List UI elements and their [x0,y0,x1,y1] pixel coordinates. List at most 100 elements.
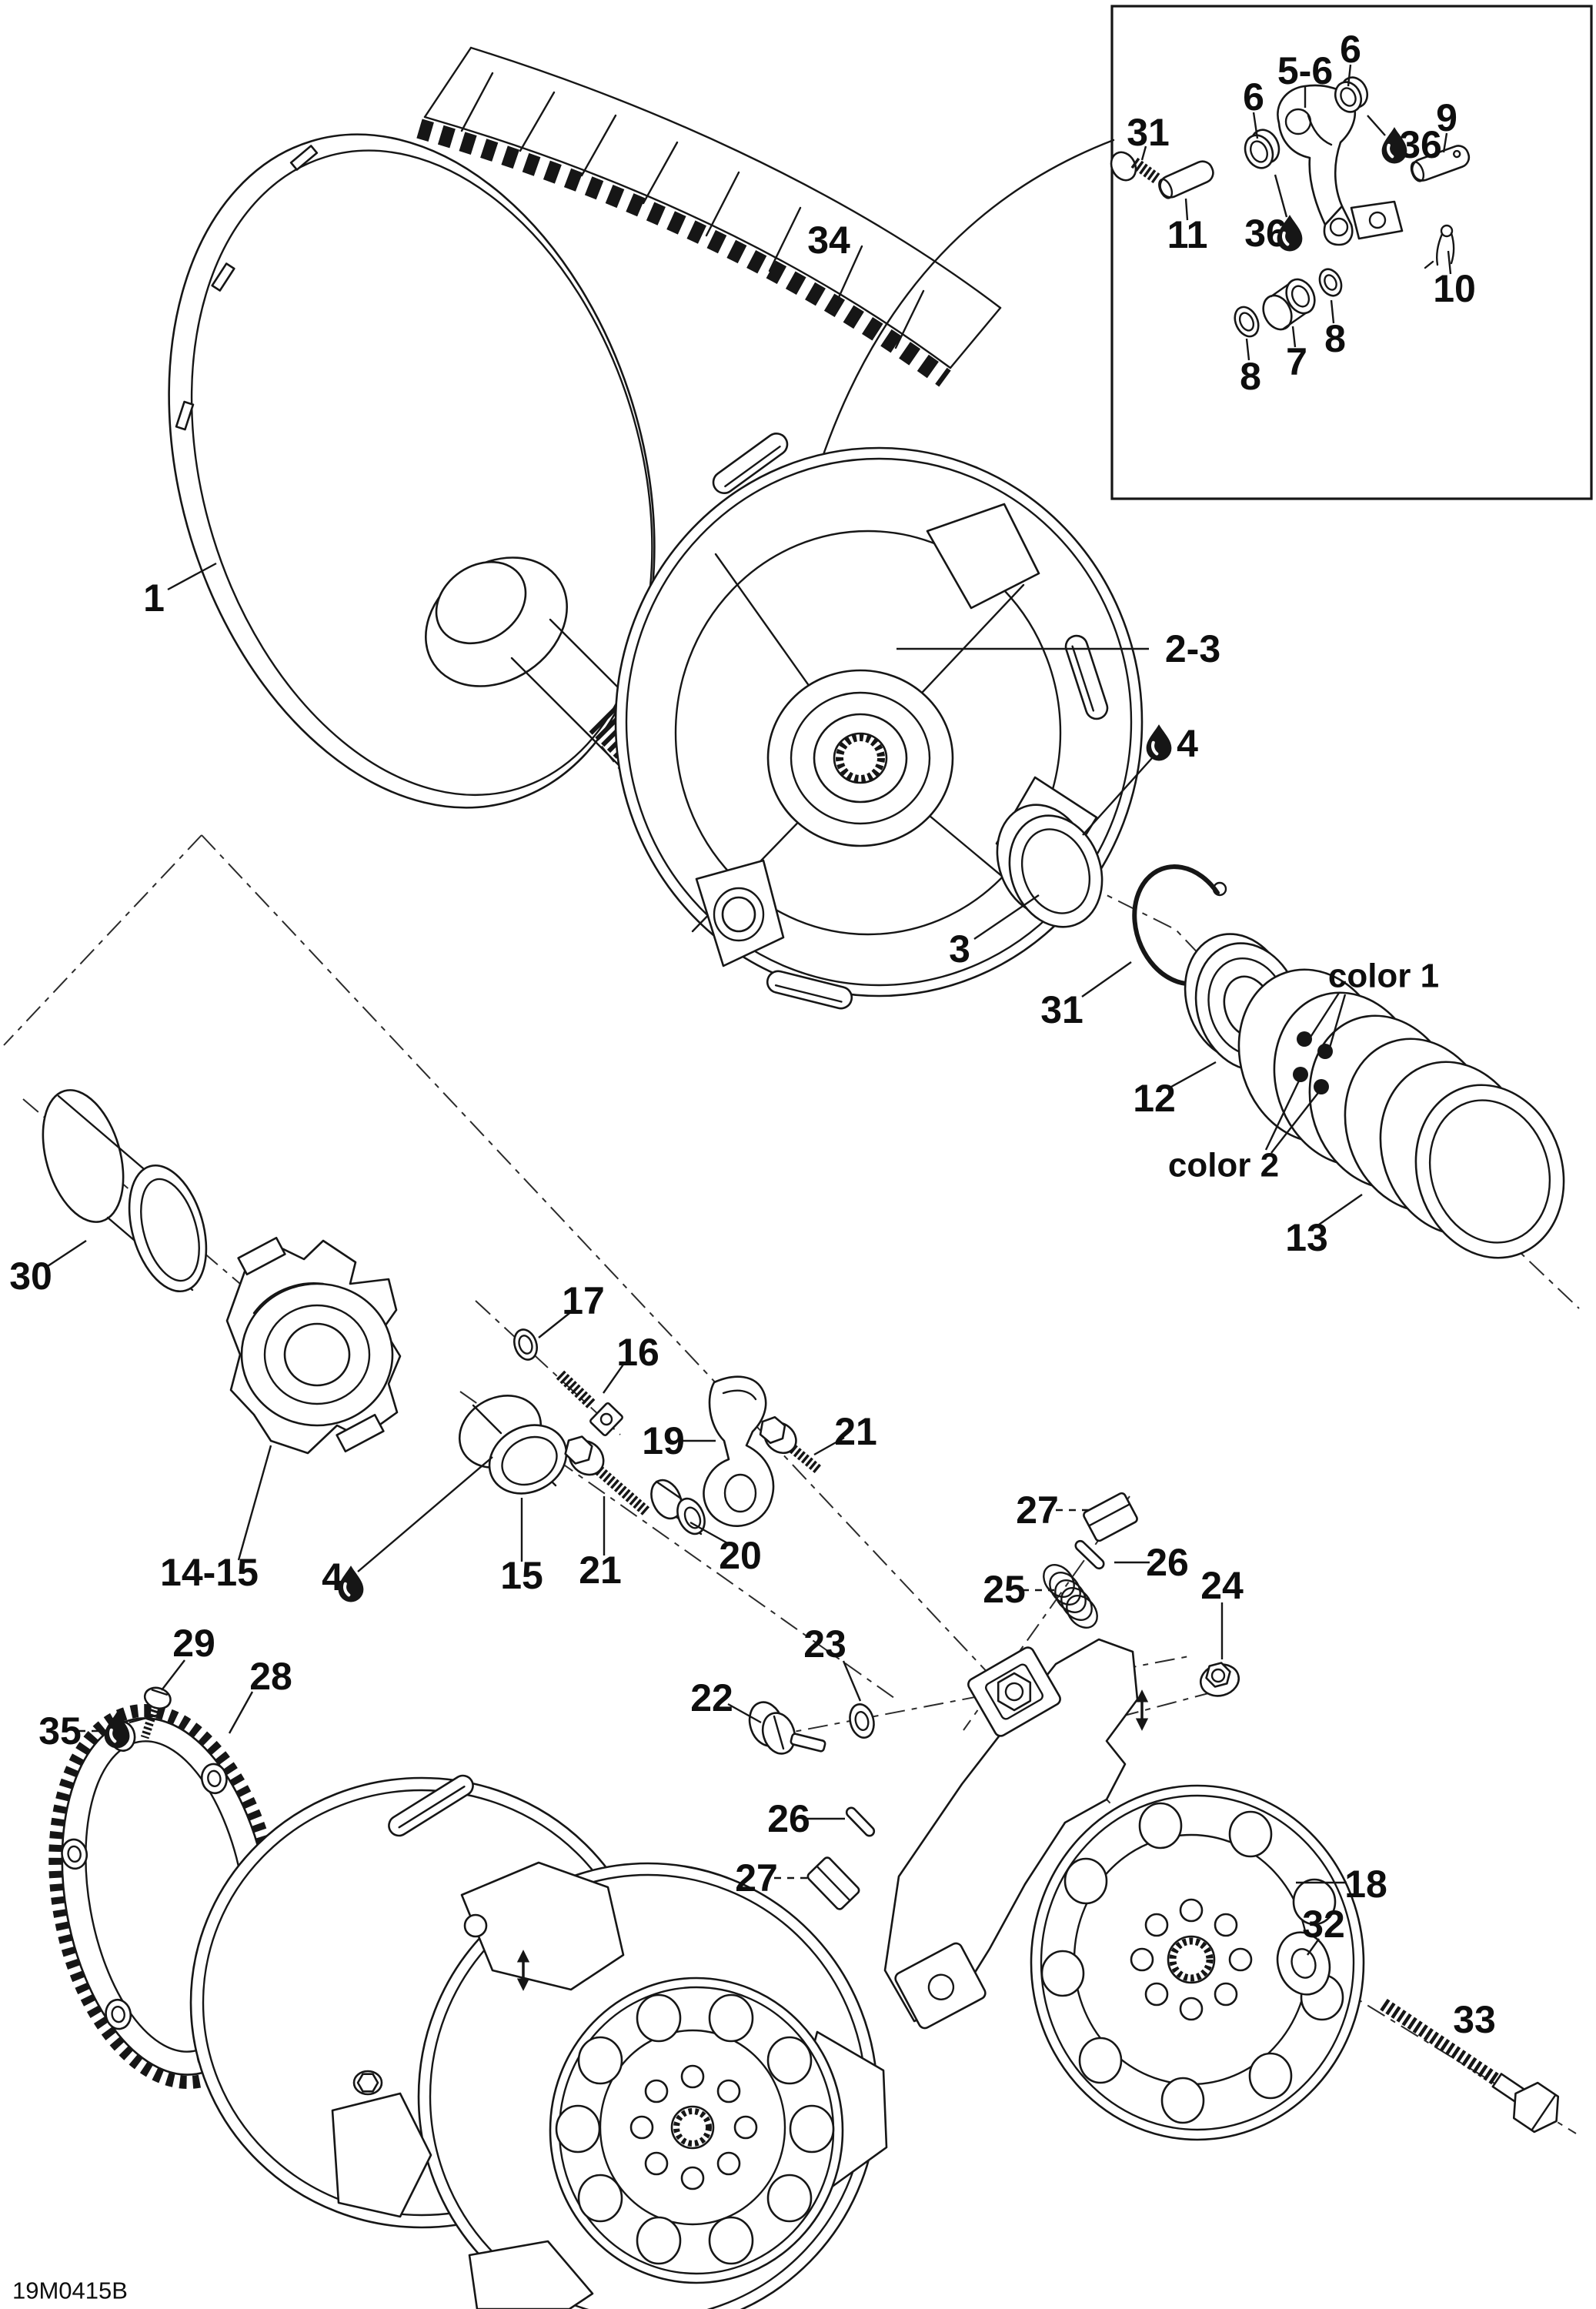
callout-layer: 1 34 2-3 4 3 31 12 color 1 color 213 30 14-15 17 16 1… [9,28,1496,2041]
part-label-8-right: 8 [1324,317,1346,360]
lever-19-drawing [703,1375,775,1527]
leader-23 [842,1660,862,1702]
leader-30 [47,1239,87,1268]
part-label-18: 18 [1344,1863,1387,1906]
part-label-1: 1 [143,576,165,620]
part-label-21-mid: 21 [579,1549,622,1592]
spring-color-mark [1297,1031,1312,1047]
leader-color-1 [1307,992,1341,1041]
part-label-35: 35 [38,1709,82,1753]
part-label-32: 32 [1302,1903,1345,1946]
leader-36-left [1274,174,1288,218]
leader-20 [689,1521,731,1546]
part-label-23: 23 [803,1622,846,1666]
sliding-hub-14-15-drawing [225,1236,402,1455]
part-label-14-15: 14-15 [160,1551,259,1594]
part-label-17: 17 [562,1279,605,1322]
part-label-34: 34 [807,219,850,262]
part-label-33: 33 [1453,1998,1496,2041]
nut-24-drawing [1200,1662,1240,1697]
pulley-inner-holes [629,2064,758,2190]
leader-6-right [1347,64,1352,87]
pin-26-low-drawing [845,1806,876,1837]
leader-28 [228,1691,254,1734]
part-label-20: 20 [719,1534,762,1577]
bolt-22-drawing [748,1701,826,1755]
part-label-26-low: 26 [767,1797,810,1840]
part-label-2-3: 2-3 [1165,627,1220,670]
spacer-sleeve-30-drawing [42,1089,208,1293]
rocker-arm-5-6 [1277,84,1404,246]
part-label-26-top: 26 [1146,1541,1189,1584]
pin-26-top-drawing [1074,1539,1105,1570]
washer-23-drawing [849,1703,875,1739]
part-label-8-left: 8 [1240,355,1261,398]
part-label-13: 13 [1285,1216,1328,1259]
part-label-15: 15 [500,1554,543,1597]
part-label-12: 12 [1133,1077,1176,1120]
part-label-19: 19 [642,1419,685,1462]
spring-25-drawing [1043,1564,1098,1629]
part-label-3: 3 [949,927,970,971]
leader-14-15 [237,1445,272,1561]
leader-31-ring [1081,961,1132,997]
part-label-5-6: 5-6 [1277,49,1333,92]
bolt-21-right-drawing [759,1415,823,1475]
part-label-36-right: 36 [1399,123,1442,166]
part-label-6-left: 6 [1243,75,1264,119]
leader-9 [1442,132,1448,153]
cover-outer-holes [1040,1802,1344,2124]
part-label-30: 30 [9,1255,52,1298]
part-label-22: 22 [690,1676,733,1719]
part-label-10: 10 [1433,267,1476,310]
bolt-33-drawing [1380,1998,1560,2134]
cotter-pin-10 [1424,224,1455,269]
oil-4-top-icon [1147,724,1172,760]
slider-shoe-27-top-drawing [1083,1492,1138,1542]
part-label-31-ring: 31 [1040,988,1083,1031]
cover-inner-holes [1130,1898,1253,2021]
part-label-color-2: color 2 [1168,1147,1279,1185]
bolt-21-mid-drawing [564,1435,650,1516]
part-label-6-right: 6 [1340,28,1361,71]
leader-29 [161,1659,185,1691]
leader-13 [1318,1194,1363,1225]
part-label-color-1: color 1 [1328,957,1439,995]
leader-22 [727,1703,762,1724]
leader-8-right [1330,299,1335,324]
spring-color-mark [1314,1079,1329,1094]
leader-7 [1291,326,1297,348]
inset-rocker-arm-group [1110,76,1471,338]
leader-31-inset [1140,145,1147,161]
drive-belt-drawing [416,46,1002,387]
doc-code: 19M0415B [12,2277,128,2304]
roller-20-drawing [650,1479,706,1535]
leader-11 [1184,198,1189,221]
pin-9 [1410,145,1471,182]
leader-12 [1170,1061,1217,1088]
part-label-29: 29 [172,1622,215,1665]
part-label-27-top: 27 [1016,1489,1059,1532]
part-label-7: 7 [1286,340,1307,383]
part-label-4-top: 4 [1177,722,1198,765]
leader-10 [1447,250,1452,275]
part-label-16: 16 [616,1331,659,1374]
leader-35-1 [129,1713,159,1724]
bushing-6-left [1244,129,1280,169]
leader-3 [973,894,1040,940]
leader-21-right [813,1436,845,1456]
leader-32 [1307,1938,1320,1956]
bolt-31-inset [1110,151,1160,184]
leader-36-right [1367,115,1386,136]
part-label-28: 28 [249,1655,292,1698]
part-label-11: 11 [1167,213,1208,256]
pin-11 [1158,160,1214,199]
part-label-31-inset: 31 [1127,111,1170,154]
leader-1 [167,562,217,591]
part-label-9: 9 [1436,96,1457,139]
leader-color-1-1 [1327,994,1347,1054]
leader-8-left [1245,338,1250,361]
cap-screw-16-drawing [556,1370,623,1437]
bushing-15-drawing [458,1395,568,1495]
